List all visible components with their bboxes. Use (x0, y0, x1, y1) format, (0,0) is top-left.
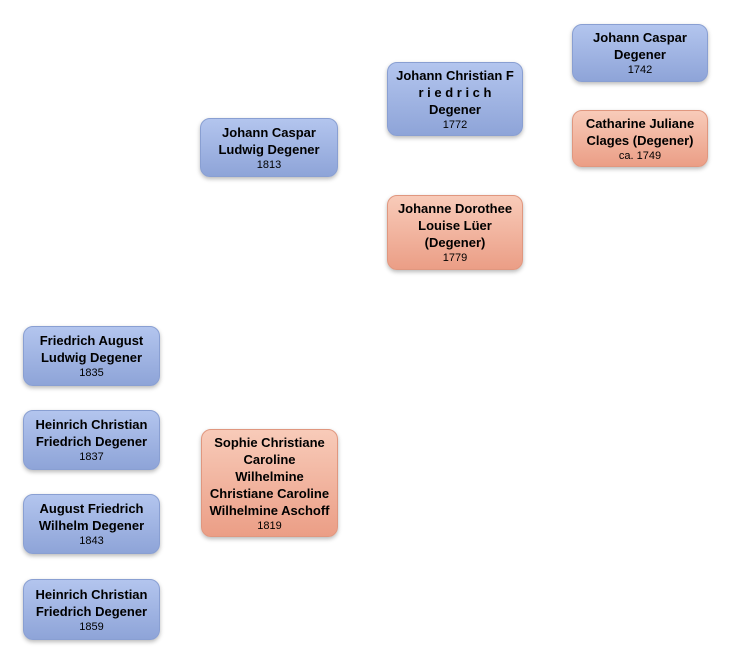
person-year: 1843 (79, 535, 104, 547)
person-year: 1772 (442, 118, 468, 131)
person-box[interactable]: Johanne Dorothee Louise Lüer (Degener) 1… (387, 195, 523, 270)
person-box[interactable]: Johann Christian F r i e d r i c h Degen… (387, 62, 523, 136)
person-box[interactable]: Catharine Juliane Clages (Degener) ca. 1… (572, 110, 708, 167)
person-year: 1859 (79, 620, 104, 633)
person-year: 1742 (627, 64, 653, 76)
person-year: ca. 1749 (618, 149, 662, 162)
person-year: 1779 (442, 252, 468, 264)
person-name: August Friedrich Wilhelm Degener (38, 501, 145, 533)
person-name: Johann Caspar Degener (593, 30, 687, 62)
person-box[interactable]: Johann Caspar Degener 1742 (572, 24, 708, 82)
person-box[interactable]: Friedrich August Ludwig Degener 1835 (23, 326, 160, 386)
person-name: Heinrich Christian Friedrich Degener (35, 586, 148, 619)
person-name: Friedrich August Ludwig Degener (39, 333, 144, 365)
person-name: Johann Caspar Ludwig Degener (218, 124, 320, 157)
person-year: 1837 (79, 451, 104, 463)
person-year: 1819 (257, 519, 282, 532)
person-name: Catharine Juliane Clages (Degener) (585, 115, 695, 148)
person-box[interactable]: Heinrich Christian Friedrich Degener 185… (23, 579, 160, 640)
person-name: Sophie Christiane Caroline Wilhelmine Ch… (209, 434, 330, 518)
person-year: 1813 (256, 158, 282, 171)
person-year: 1835 (79, 367, 104, 379)
person-name: Johanne Dorothee Louise Lüer (Degener) (397, 201, 513, 250)
person-box[interactable]: Sophie Christiane Caroline Wilhelmine Ch… (201, 429, 338, 537)
person-box[interactable]: Johann Caspar Ludwig Degener 1813 (200, 118, 338, 177)
person-box[interactable]: Heinrich Christian Friedrich Degener 183… (23, 410, 160, 470)
person-box[interactable]: August Friedrich Wilhelm Degener 1843 (23, 494, 160, 554)
person-name: Johann Christian F r i e d r i c h Degen… (396, 67, 514, 117)
person-name: Heinrich Christian Friedrich Degener (35, 417, 148, 449)
